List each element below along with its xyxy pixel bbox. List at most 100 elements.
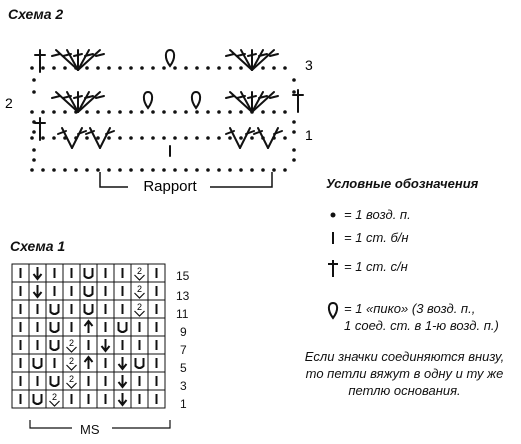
chain-dot <box>239 136 243 140</box>
u-symbol <box>49 340 60 351</box>
chain-dot <box>272 110 276 114</box>
chain-dot <box>107 66 111 70</box>
u-symbol <box>83 304 94 315</box>
chain-dot <box>32 90 36 94</box>
chain-dot <box>217 168 221 172</box>
u-symbol <box>49 322 60 333</box>
chain-dot <box>63 168 67 172</box>
picot <box>190 90 202 110</box>
row-number-7: 7 <box>180 343 187 357</box>
grid-cell <box>79 299 98 319</box>
rapport-label: Rapport <box>143 178 197 195</box>
row-label-2: 2 <box>5 95 13 111</box>
row-label-1: 1 <box>305 127 313 143</box>
v-stitch <box>57 127 87 149</box>
chain-dot <box>228 66 232 70</box>
chain-dot <box>63 110 67 114</box>
chain-dot <box>129 110 133 114</box>
chain-dot <box>239 110 243 114</box>
dc-fan <box>51 91 105 113</box>
chain-dot <box>228 110 232 114</box>
chain-dot <box>292 148 296 152</box>
row-number-13: 13 <box>176 289 190 303</box>
legend-item-chain: = 1 возд. п. <box>322 206 411 223</box>
row-number-9: 9 <box>180 325 187 339</box>
v-stitch <box>85 127 115 149</box>
dc-stitch <box>34 117 46 141</box>
chain-dot <box>140 168 144 172</box>
row-number-5: 5 <box>180 361 187 375</box>
chain-dot <box>30 66 34 70</box>
chain-dot <box>250 168 254 172</box>
u-symbol <box>83 286 94 297</box>
chain-dot <box>228 136 232 140</box>
chain-dot <box>173 168 177 172</box>
grid-cell <box>113 317 132 337</box>
chain-dot <box>195 168 199 172</box>
chain-dot <box>283 66 287 70</box>
chain-dot <box>32 148 36 152</box>
chain-dot <box>292 120 296 124</box>
grid-cell <box>45 371 64 391</box>
chain-dot <box>173 136 177 140</box>
chain-dot <box>151 66 155 70</box>
scheme-1-title: Схема 1 <box>10 238 66 254</box>
chain-dot <box>195 136 199 140</box>
chevron-down-icon <box>134 274 145 281</box>
chain-dot <box>140 66 144 70</box>
chevron-down-icon <box>66 382 77 389</box>
chain-dot <box>292 90 296 94</box>
grid-cell <box>28 389 47 409</box>
legend-text: = 1 ст. с/н <box>344 259 408 274</box>
arrow-down-symbol <box>32 267 43 281</box>
chain-dot <box>272 168 276 172</box>
chain-dot <box>32 78 36 82</box>
chain-dot <box>151 136 155 140</box>
row-label-3: 3 <box>305 57 313 73</box>
chain-dot <box>261 110 265 114</box>
stitch-symbols <box>34 48 304 157</box>
grid-cell <box>147 389 166 409</box>
chain-dot <box>217 66 221 70</box>
arrow-up-symbol <box>83 319 94 333</box>
chain-dot <box>96 136 100 140</box>
chain-dot <box>30 110 34 114</box>
chain-dot <box>107 110 111 114</box>
chain-dot <box>206 168 210 172</box>
chain-dot <box>140 110 144 114</box>
arrow-down-symbol <box>117 357 128 371</box>
scheme-2-title: Схема 2 <box>8 6 64 22</box>
dc-stitch <box>292 89 304 113</box>
u-symbol <box>83 268 94 279</box>
legend-item-picot: = 1 «пико» (3 возд. п., 1 соед. ст. в 1-… <box>322 300 499 334</box>
legend-title: Условные обозначения <box>326 176 479 191</box>
u-symbol <box>32 394 43 405</box>
chevron-down-icon <box>134 292 145 299</box>
grid-cell <box>130 353 149 373</box>
grid-cell <box>45 299 64 319</box>
chevron-down-icon <box>134 310 145 317</box>
chevron-down-icon <box>49 400 60 407</box>
ms-bracket <box>29 420 171 429</box>
scheme-2-diagram: 3 2 1 Rapport <box>5 48 313 195</box>
grid-cell <box>79 281 98 301</box>
legend-item-dc: = 1 ст. с/н <box>322 258 408 278</box>
u-symbol <box>49 376 60 387</box>
chain-dot <box>118 110 122 114</box>
cross-2-symbol: 2 <box>69 356 74 366</box>
chain-dot <box>272 66 276 70</box>
chain-dot-icon <box>330 212 336 218</box>
chain-dot <box>85 66 89 70</box>
chain-dot <box>184 168 188 172</box>
grid-cell <box>45 335 64 355</box>
chain-dot <box>217 110 221 114</box>
chain-dot <box>41 136 45 140</box>
chain-dot <box>184 136 188 140</box>
chain-dot <box>74 168 78 172</box>
arrow-down-symbol <box>32 285 43 299</box>
arrow-down-symbol <box>100 339 111 353</box>
chain-dot <box>184 66 188 70</box>
grid-cell <box>28 353 47 373</box>
cross-2-symbol: 2 <box>69 374 74 384</box>
chain-dot <box>283 136 287 140</box>
